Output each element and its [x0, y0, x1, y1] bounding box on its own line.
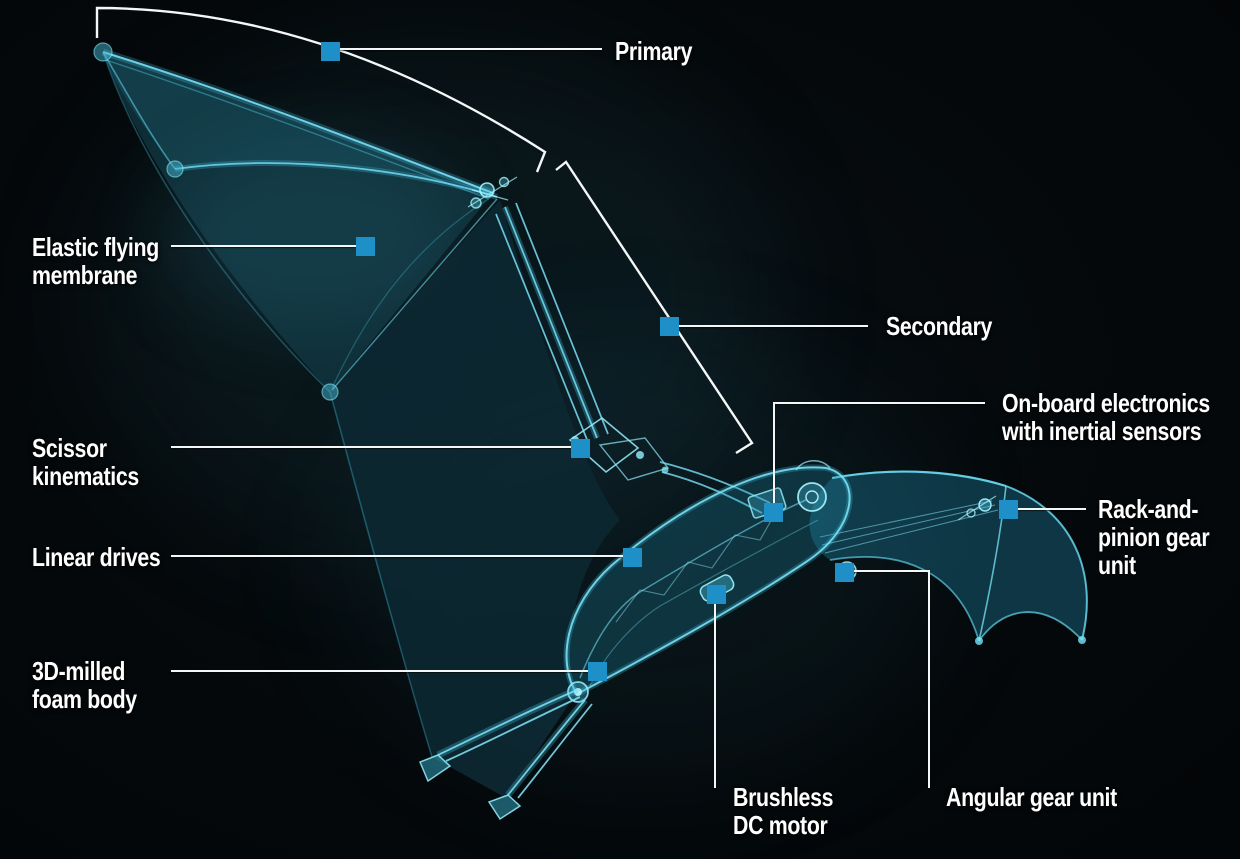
leader-onboard-electronics-v	[773, 402, 775, 503]
label-line: 3D-milled	[32, 656, 126, 686]
leader-angular-gear-v	[928, 570, 930, 788]
label-onboard-electronics: On-board electronics with inertial senso…	[1002, 389, 1210, 445]
label-line: foam body	[32, 684, 137, 714]
label-line: Linear drives	[32, 542, 161, 572]
leader-primary	[340, 48, 602, 50]
label-angular-gear: Angular gear unit	[946, 783, 1117, 811]
label-line: with inertial sensors	[1002, 416, 1202, 446]
leader-angular-gear-h	[854, 570, 930, 572]
label-line: Elastic flying	[32, 232, 159, 262]
marker-scissor-kinematics	[571, 439, 590, 458]
label-primary: Primary	[615, 37, 692, 65]
label-line: Angular gear unit	[946, 782, 1117, 812]
label-line: pinion gear	[1098, 522, 1210, 552]
leader-secondary	[679, 325, 868, 327]
label-rack-pinion: Rack-and- pinion gear unit	[1098, 494, 1210, 580]
secondary-bracket	[555, 160, 754, 455]
label-line: Primary	[615, 36, 693, 66]
label-elastic-membrane: Elastic flying membrane	[32, 233, 159, 289]
label-line: Scissor	[32, 433, 107, 463]
marker-elastic-membrane	[356, 237, 375, 256]
leader-scissor-kinematics	[171, 446, 571, 448]
marker-brushless-motor	[707, 585, 726, 604]
marker-rack-pinion	[999, 500, 1018, 519]
label-linear-drives: Linear drives	[32, 542, 161, 572]
label-foam-body: 3D-milled foam body	[32, 657, 137, 713]
label-line: DC motor	[733, 810, 828, 840]
leader-foam-body	[171, 670, 588, 672]
wing-skeleton	[93, 42, 771, 514]
marker-foam-body	[588, 662, 607, 681]
label-line: membrane	[32, 260, 138, 290]
marker-secondary	[660, 317, 679, 336]
marker-linear-drives	[623, 548, 642, 567]
marker-primary	[321, 42, 340, 61]
leader-linear-drives	[171, 555, 623, 557]
label-line: On-board electronics	[1002, 388, 1210, 418]
legs	[419, 681, 593, 821]
leader-onboard-electronics-h	[774, 402, 985, 404]
label-brushless-motor: Brushless DC motor	[733, 783, 833, 839]
label-secondary: Secondary	[886, 312, 992, 340]
leader-brushless-motor	[714, 600, 716, 788]
leader-elastic-membrane	[171, 245, 356, 247]
label-line: unit	[1098, 550, 1136, 580]
label-line: kinematics	[32, 461, 139, 491]
label-line: Secondary	[886, 311, 993, 341]
leader-rack-pinion	[1018, 508, 1086, 510]
label-scissor-kinematics: Scissor kinematics	[32, 434, 139, 490]
label-line: Rack-and-	[1098, 494, 1199, 524]
left-wing-membrane	[102, 51, 620, 798]
marker-onboard-electronics	[764, 503, 783, 522]
marker-angular-gear	[835, 563, 854, 582]
label-line: Brushless	[733, 782, 834, 812]
